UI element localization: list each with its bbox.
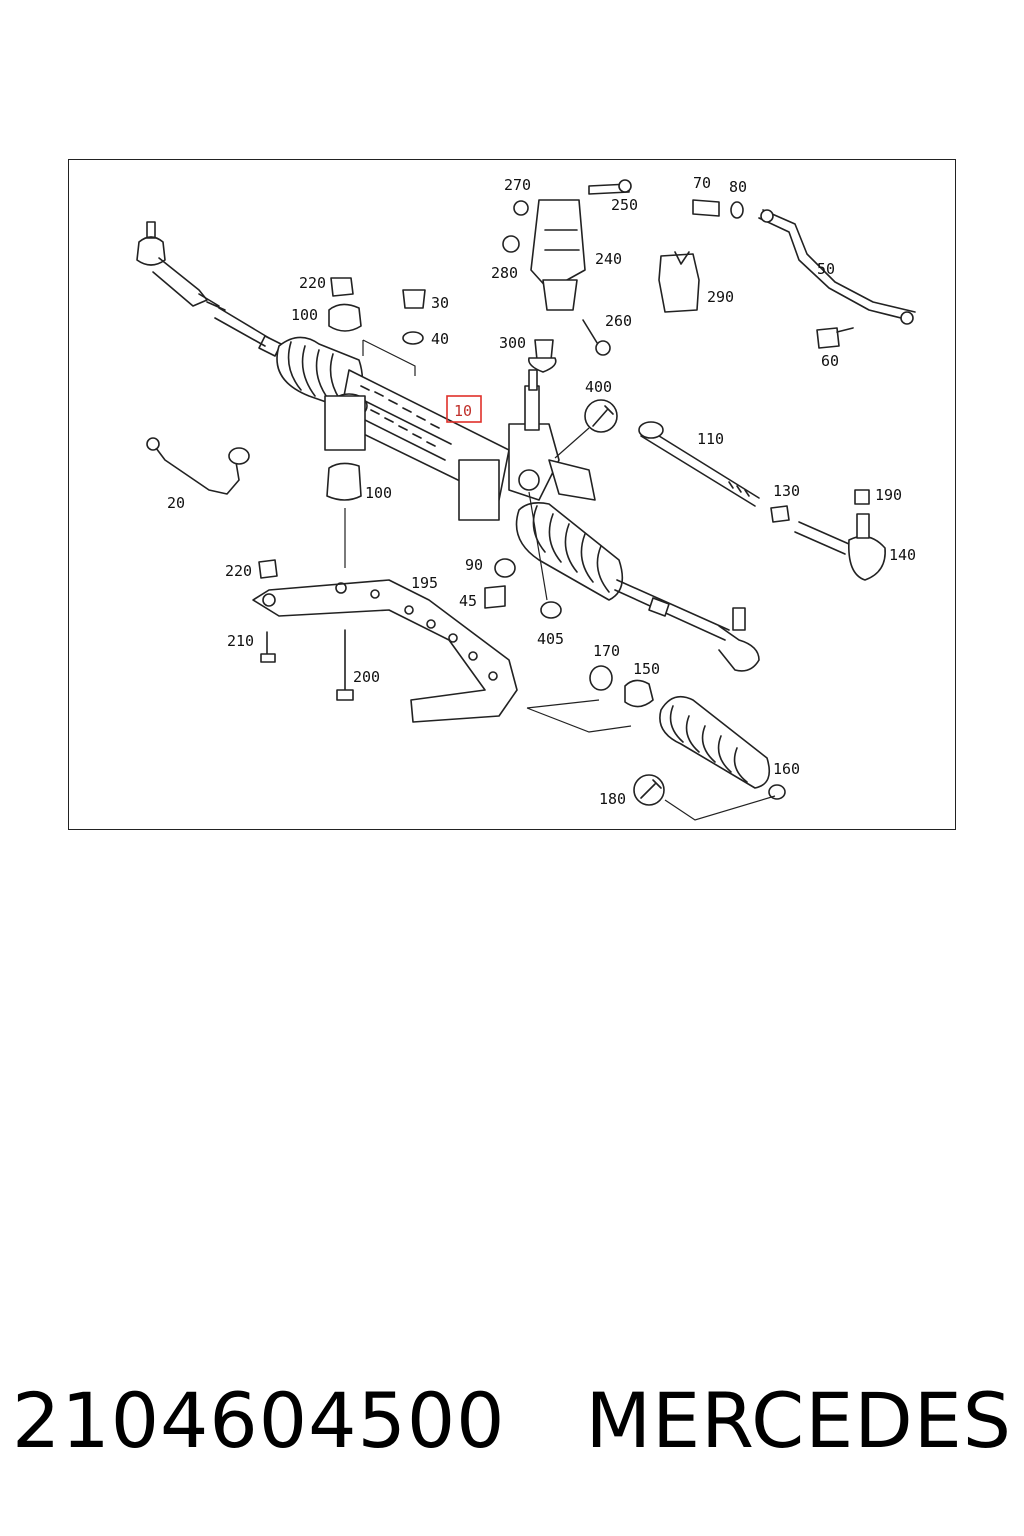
label-100-top: 100 [291, 306, 318, 324]
left-tie-rod-end [136, 221, 226, 311]
brand-name: MERCEDES [585, 1375, 1013, 1465]
highlight-box-10 [446, 395, 482, 423]
label-260: 260 [605, 312, 632, 330]
label-140: 140 [889, 546, 916, 564]
label-270: 270 [504, 176, 531, 194]
pinion-valve-housing [508, 369, 596, 501]
bellows-repair-kit [526, 665, 786, 821]
label-30: 30 [431, 294, 449, 312]
label-60: 60 [821, 352, 839, 370]
nut-130 [770, 505, 790, 523]
label-10-highlighted: 10 [454, 402, 472, 420]
bolt-260 [582, 319, 611, 356]
label-160: 160 [773, 760, 800, 778]
label-405: 405 [537, 630, 564, 648]
mount-lower-100 [326, 462, 362, 568]
label-110: 110 [697, 430, 724, 448]
label-220-top: 220 [299, 274, 326, 292]
hose-line-20 [146, 437, 250, 495]
label-400: 400 [585, 378, 612, 396]
seals-and-fittings [484, 491, 562, 619]
label-50: 50 [817, 260, 835, 278]
steering-coupling [502, 179, 632, 311]
wrench-symbol-400 [554, 399, 618, 459]
bracket-290 [658, 251, 700, 313]
label-300: 300 [499, 334, 526, 352]
right-tie-rod [614, 579, 760, 672]
label-180: 180 [599, 790, 626, 808]
right-bellows [515, 502, 624, 601]
label-80: 80 [729, 178, 747, 196]
label-190: 190 [875, 486, 902, 504]
steering-rack-exploded-view: 270 250 240 280 70 80 50 290 260 60 300 … [136, 174, 916, 821]
mount-hardware-top [328, 277, 426, 376]
label-100-lower: 100 [365, 484, 392, 502]
inner-tie-rod-110 [638, 421, 760, 507]
label-280: 280 [491, 264, 518, 282]
label-45: 45 [459, 592, 477, 610]
rack-housing [324, 369, 510, 521]
label-200: 200 [353, 668, 380, 686]
label-210: 210 [227, 632, 254, 650]
pressure-line-50 [758, 209, 916, 325]
sleeve-300 [527, 339, 557, 373]
label-170: 170 [593, 642, 620, 660]
label-20: 20 [167, 494, 185, 512]
tie-rod-end-140 [794, 489, 886, 581]
part-number: 2104604500 [11, 1375, 506, 1465]
frame-fasteners [258, 559, 354, 701]
label-150: 150 [633, 660, 660, 678]
label-240: 240 [595, 250, 622, 268]
part-caption: 2104604500 MERCEDES [0, 1365, 1024, 1475]
banjo-bolt-70 [692, 199, 744, 219]
label-90: 90 [465, 556, 483, 574]
label-195: 195 [411, 574, 438, 592]
left-inner-tie-rod [214, 307, 282, 357]
bolt-60 [816, 327, 854, 349]
bracket-frame-195 [252, 579, 518, 723]
label-70: 70 [693, 174, 711, 192]
label-130: 130 [773, 482, 800, 500]
label-40: 40 [431, 330, 449, 348]
label-220-lower: 220 [225, 562, 252, 580]
parts-diagram: 270 250 240 280 70 80 50 290 260 60 300 … [68, 159, 956, 830]
label-250: 250 [611, 196, 638, 214]
label-290: 290 [707, 288, 734, 306]
